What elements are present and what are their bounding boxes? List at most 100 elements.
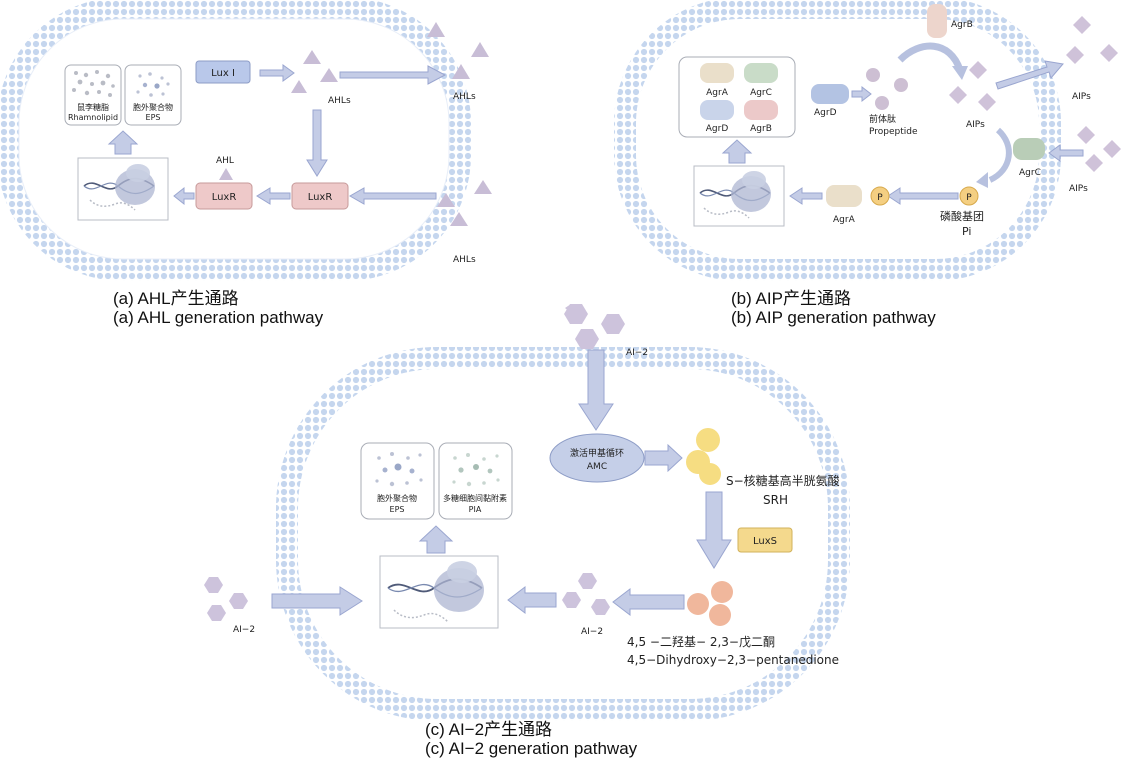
propeptide-beads xyxy=(866,68,908,110)
rhamnolipid-en: Rhamnolipid xyxy=(68,113,118,122)
ai2-top-label: AI−2 xyxy=(626,348,648,358)
ahl-outside-top-group xyxy=(427,22,489,79)
arrow-pi-agra xyxy=(887,187,959,205)
luxi-protein: Lux I xyxy=(195,60,251,84)
arrow-ai2-dna xyxy=(507,585,557,615)
panel-b: AgrA AgrC AgrD AgrB AgrD 前体肽 Propeptide … xyxy=(614,0,1121,281)
svg-text:PIA: PIA xyxy=(469,505,482,514)
eps-cn-a: 胞外聚合物 xyxy=(133,102,173,112)
arrow-up-b xyxy=(721,139,753,164)
dpd-en: 4,5−Dihydroxy−2,3−pentanedione xyxy=(627,653,839,667)
ahl-single-label: AHL xyxy=(216,156,234,166)
cell-membrane-c xyxy=(276,347,850,721)
aip-outside-top-group xyxy=(1066,16,1118,64)
arrow-aips-out xyxy=(995,60,1064,90)
ahls-inner-label: AHLs xyxy=(328,96,351,106)
svg-text:P: P xyxy=(966,193,972,203)
svg-text:AgrD: AgrD xyxy=(706,124,729,134)
agra-bottom-label: AgrA xyxy=(833,215,856,225)
svg-text:多糖细胞间黏附素: 多糖细胞间黏附素 xyxy=(443,493,507,503)
svg-text:LuxR: LuxR xyxy=(212,192,237,203)
arrow-aips-agrc xyxy=(988,127,1012,183)
aip-inner-group xyxy=(949,61,996,111)
svg-text:P: P xyxy=(877,193,883,203)
caption-a-en: (a) AHL generation pathway xyxy=(113,308,324,327)
gene-expression-box-b xyxy=(693,165,785,227)
gene-expression-box-a xyxy=(77,157,169,221)
arrow-srh-dpd xyxy=(696,491,732,569)
aip-outside-bottom-group xyxy=(1077,126,1121,172)
svg-text:EPS: EPS xyxy=(390,505,405,514)
agrc-membrane xyxy=(1013,138,1045,160)
arrow-luxi-ahls xyxy=(259,64,295,82)
arrow-up-c xyxy=(418,525,454,554)
panel-a: 鼠李糖脂 Rhamnolipid 胞外聚合物 EPS xyxy=(0,0,492,281)
svg-text:LuxS: LuxS xyxy=(753,536,777,547)
caption-b-cn: (b) AIP产生通路 xyxy=(731,289,851,308)
rhamnolipid-box: 鼠李糖脂 Rhamnolipid xyxy=(64,64,122,126)
propeptide-cn: 前体肽 xyxy=(869,113,896,125)
eps-box-a: 胞外聚合物 EPS xyxy=(124,64,182,126)
arrow-agra-dna xyxy=(789,187,823,205)
agrd-free xyxy=(811,84,849,104)
svg-text:AgrA: AgrA xyxy=(706,88,729,98)
phosphate-left xyxy=(870,186,890,206)
srh-circles xyxy=(686,428,721,485)
propeptide-en: Propeptide xyxy=(869,127,918,137)
agrd-free-label: AgrD xyxy=(814,108,837,118)
luxs-box xyxy=(737,527,793,553)
aips-out-bottom-label: AIPs xyxy=(1069,184,1088,194)
ahls-out-bottom-label: AHLs xyxy=(453,255,476,265)
svg-text:激活甲基循环: 激活甲基循环 xyxy=(570,447,624,459)
caption-c-en: (c) AI−2 generation pathway xyxy=(425,739,638,758)
arrow-ai2-in xyxy=(271,586,363,616)
eps-box-c: 胞外聚合物 EPS xyxy=(360,442,435,520)
ahl-bound-triangle xyxy=(219,168,233,180)
caption-a-cn: (a) AHL产生通路 xyxy=(113,289,239,308)
agrc-membrane-label: AgrC xyxy=(1019,168,1041,178)
gene-expression-box-c xyxy=(379,555,499,629)
ahl-outside-bottom-group xyxy=(437,180,492,226)
arrow-amc-srh xyxy=(644,443,683,473)
svg-text:AMC: AMC xyxy=(587,462,607,472)
ai2-inner-group xyxy=(562,573,610,615)
aips-out-top-label: AIPs xyxy=(1072,92,1091,102)
pi-en: Pi xyxy=(962,225,971,238)
svg-text:胞外聚合物: 胞外聚合物 xyxy=(377,493,417,503)
rhamnolipid-cn: 鼠李糖脂 xyxy=(77,102,109,112)
pia-box: 多糖细胞间黏附素 PIA xyxy=(438,442,513,520)
arrow-luxr-dna xyxy=(173,186,195,206)
caption-b-en: (b) AIP generation pathway xyxy=(731,308,936,327)
arrow-dpd-ai2 xyxy=(612,587,685,617)
arrow-ahls-down xyxy=(306,109,328,177)
agr-proteins-box: AgrA AgrC AgrD AgrB xyxy=(678,56,796,138)
arrow-ai2-down xyxy=(578,349,614,431)
srh-cn: S−核糖基高半胱氨酸 xyxy=(726,473,840,488)
svg-text:AgrC: AgrC xyxy=(750,88,772,98)
aips-inner-label: AIPs xyxy=(966,120,985,130)
caption-c-cn: (c) AI−2产生通路 xyxy=(425,720,553,739)
arrow-ahls-out xyxy=(339,65,447,85)
cell-membrane-a xyxy=(0,0,471,281)
arrow-up-a xyxy=(107,130,139,155)
dpd-circles xyxy=(687,581,733,626)
phosphate-right xyxy=(959,186,979,206)
ai2-left-label: AI−2 xyxy=(233,625,255,635)
ai2-left-group xyxy=(204,577,248,621)
eps-en-a: EPS xyxy=(146,113,161,122)
ahl-inner-group xyxy=(291,50,338,93)
amc-ellipse xyxy=(549,433,645,483)
arrow-propeptide-agrb xyxy=(897,42,964,72)
agrb-membrane xyxy=(927,4,947,38)
svg-text:AgrB: AgrB xyxy=(750,124,772,134)
luxr-right: LuxR xyxy=(291,182,349,210)
arrow-agrd-propeptide xyxy=(851,85,872,103)
ahls-out-top-label: AHLs xyxy=(453,92,476,102)
svg-text:LuxR: LuxR xyxy=(308,192,333,203)
arrow-ahls-in xyxy=(348,187,437,205)
pi-cn: 磷酸基团 xyxy=(940,209,984,223)
ai2-inner-label: AI−2 xyxy=(581,627,603,637)
luxr-left: LuxR xyxy=(195,182,253,210)
